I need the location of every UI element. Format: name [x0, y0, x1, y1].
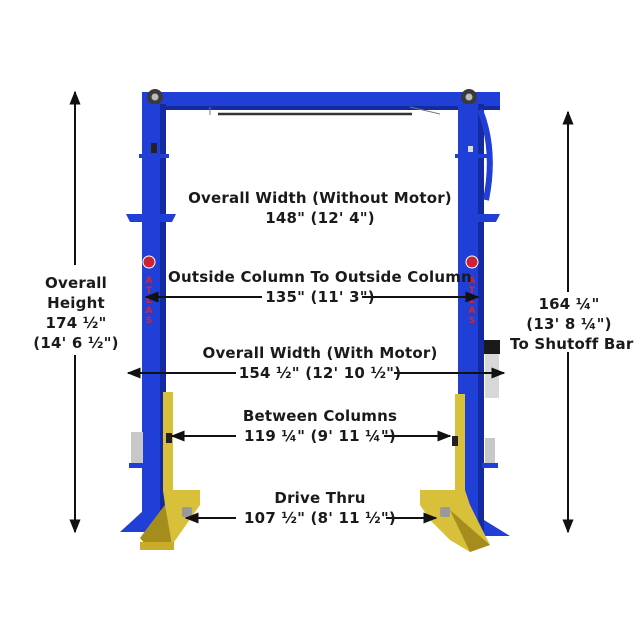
between-columns-title: Between Columns — [242, 407, 398, 425]
overall-width-with-motor-value: 154 ½" (12' 10 ½") — [238, 364, 402, 382]
overall-height-label: Overall Height 174 ½" (14' 6 ½") — [28, 273, 124, 353]
svg-text:T: T — [469, 286, 476, 296]
svg-text:A: A — [146, 276, 153, 286]
svg-text:T: T — [146, 286, 153, 296]
overall-width-without-motor-title: Overall Width (Without Motor) — [188, 189, 452, 207]
svg-text:A: A — [469, 276, 476, 286]
outside-column-value: 135" (11' 3") — [265, 288, 375, 306]
overall-width-without-motor-label: Overall Width (Without Motor) 148" (12' … — [170, 188, 470, 228]
overall-width-without-motor-value: 148" (12' 4") — [265, 209, 375, 227]
overall-height-value: 174 ½" — [45, 314, 107, 332]
svg-text:S: S — [469, 316, 475, 326]
shutoff-height-value: 164 ¼" — [538, 295, 600, 313]
shutoff-height-value-ft: (13' 8 ¼") — [526, 315, 612, 333]
svg-text:A: A — [469, 306, 476, 316]
drive-thru-value: 107 ½" (8' 11 ½") — [244, 509, 396, 527]
overall-height-value-ft: (14' 6 ½") — [33, 334, 119, 352]
right-column: A T L A S — [420, 104, 510, 552]
top-crossbar — [142, 89, 500, 116]
overall-width-with-motor-label: Overall Width (With Motor) 154 ½" (12' 1… — [170, 343, 470, 383]
svg-text:S: S — [146, 316, 152, 326]
overall-height-title-2: Height — [47, 294, 105, 312]
left-column: A T L A S — [120, 104, 200, 550]
drive-thru-title: Drive Thru — [274, 489, 366, 507]
between-columns-value: 119 ¼" (9' 11 ¼") — [244, 427, 396, 445]
overall-width-with-motor-title: Overall Width (With Motor) — [202, 344, 438, 362]
overall-height-title-1: Overall — [45, 274, 107, 292]
between-columns-label: Between Columns 119 ¼" (9' 11 ¼") — [170, 406, 470, 446]
shutoff-height-title: To Shutoff Bar — [510, 335, 634, 353]
shutoff-height-label: 164 ¼" (13' 8 ¼") To Shutoff Bar — [510, 294, 634, 354]
drive-thru-label: Drive Thru 107 ½" (8' 11 ½") — [170, 488, 470, 528]
dimension-arrows — [69, 90, 574, 534]
outside-column-label: Outside Column To Outside Column 135" (1… — [160, 267, 480, 307]
outside-column-title: Outside Column To Outside Column — [168, 268, 472, 286]
svg-text:A: A — [146, 306, 153, 316]
